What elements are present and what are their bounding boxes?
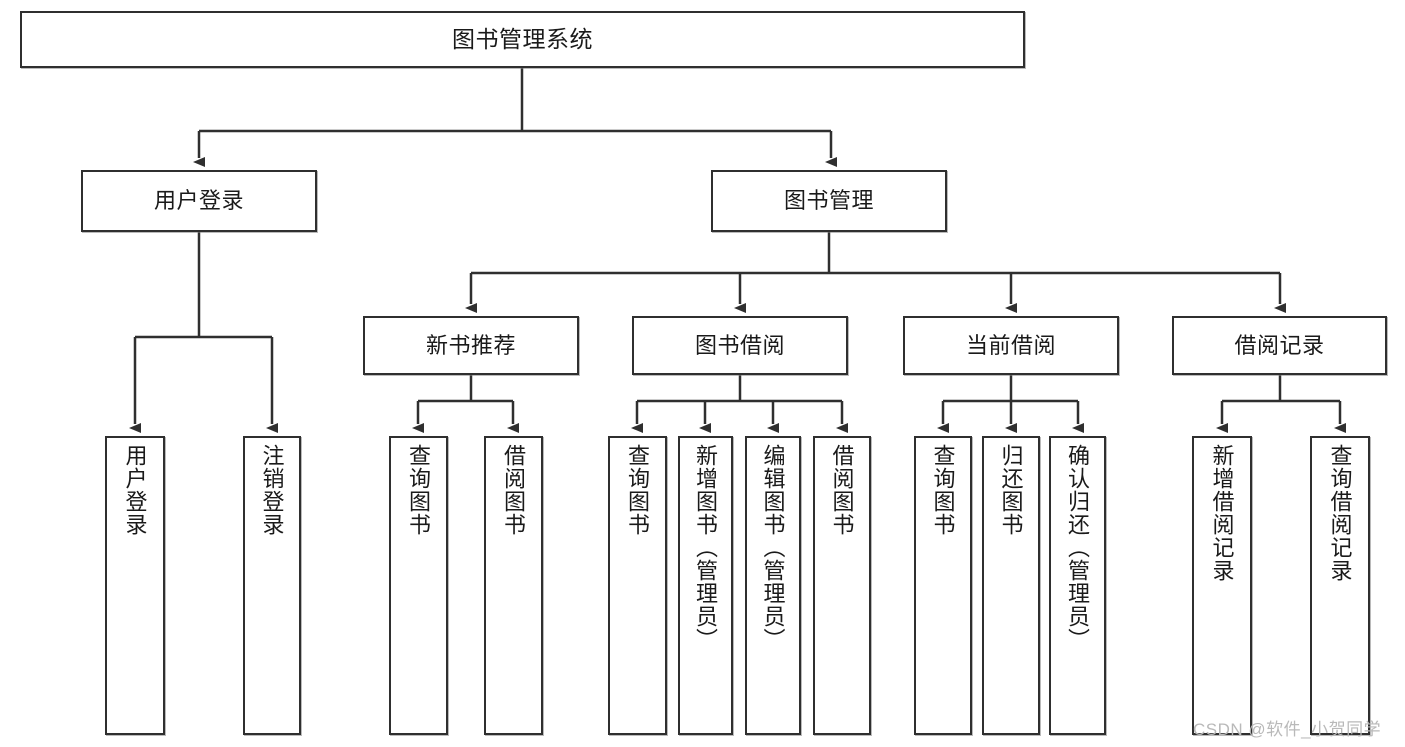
node-label: 查询图书 bbox=[625, 444, 651, 536]
node-label: 新增图书（管理员） bbox=[693, 444, 719, 651]
node-label: 图书借阅 bbox=[694, 332, 785, 358]
node-book-management[interactable]: 图书管理 bbox=[711, 170, 947, 232]
node-label: 注销登录 bbox=[259, 444, 285, 536]
node-user-login[interactable]: 用户登录 bbox=[81, 170, 317, 232]
leaf-node[interactable]: 确认归还（管理员） bbox=[1049, 436, 1106, 735]
node-label: 编辑图书（管理员） bbox=[760, 444, 786, 651]
node-root-system[interactable]: 图书管理系统 bbox=[20, 11, 1025, 68]
leaf-node[interactable]: 查询借阅记录 bbox=[1310, 436, 1370, 735]
leaf-node[interactable]: 编辑图书（管理员） bbox=[745, 436, 801, 735]
node-label: 用户登录 bbox=[122, 444, 148, 536]
node-label: 确认归还（管理员） bbox=[1065, 444, 1091, 651]
node-label: 查询图书 bbox=[406, 444, 432, 536]
node-label: 用户登录 bbox=[153, 188, 244, 214]
leaf-node[interactable]: 查询图书 bbox=[389, 436, 448, 735]
node-label: 新书推荐 bbox=[425, 332, 516, 358]
node-label: 查询借阅记录 bbox=[1327, 444, 1353, 582]
leaf-node[interactable]: 新增借阅记录 bbox=[1192, 436, 1252, 735]
leaf-node[interactable]: 查询图书 bbox=[914, 436, 972, 735]
node-label: 借阅图书 bbox=[501, 444, 527, 536]
node-label: 归还图书 bbox=[998, 444, 1024, 536]
leaf-node[interactable]: 归还图书 bbox=[982, 436, 1040, 735]
node-borrow-record[interactable]: 借阅记录 bbox=[1172, 316, 1387, 375]
leaf-node[interactable]: 借阅图书 bbox=[484, 436, 543, 735]
node-current-borrow[interactable]: 当前借阅 bbox=[903, 316, 1119, 375]
node-label: 当前借阅 bbox=[965, 332, 1056, 358]
node-label: 借阅记录 bbox=[1234, 332, 1325, 358]
leaf-node[interactable]: 用户登录 bbox=[105, 436, 165, 735]
leaf-node[interactable]: 新增图书（管理员） bbox=[678, 436, 733, 735]
node-label: 查询图书 bbox=[930, 444, 956, 536]
node-label: 图书管理系统 bbox=[452, 25, 593, 52]
node-label: 图书管理 bbox=[783, 188, 874, 214]
leaf-node[interactable]: 查询图书 bbox=[608, 436, 667, 735]
node-label: 借阅图书 bbox=[829, 444, 855, 536]
node-new-book-recommend[interactable]: 新书推荐 bbox=[363, 316, 579, 375]
node-label: 新增借阅记录 bbox=[1209, 444, 1235, 582]
leaf-node[interactable]: 借阅图书 bbox=[813, 436, 871, 735]
leaf-node[interactable]: 注销登录 bbox=[243, 436, 301, 735]
csdn-watermark: CSDN @软件_小贺同学 bbox=[1193, 720, 1382, 739]
node-book-borrow[interactable]: 图书借阅 bbox=[632, 316, 848, 375]
